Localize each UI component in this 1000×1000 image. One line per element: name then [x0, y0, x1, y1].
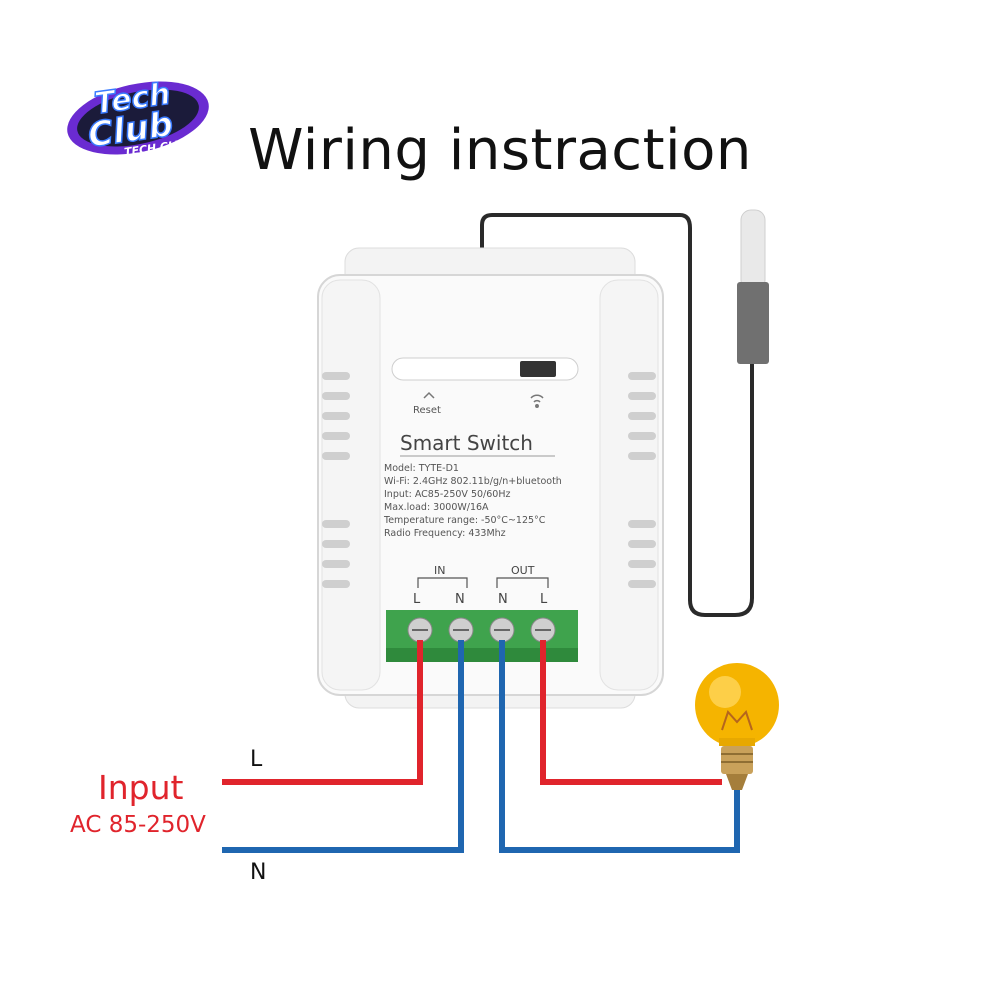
spec-line: Radio Frequency: 433Mhz	[384, 528, 506, 539]
reset-arrow-icon	[423, 391, 435, 399]
led-indicator	[520, 361, 556, 377]
reset-label: Reset	[413, 405, 441, 416]
terminal-label: L	[413, 592, 421, 607]
live-output-wire	[540, 640, 722, 785]
input-voltage-label: AC 85-250V	[70, 812, 206, 838]
neutral-wire-label: N	[250, 860, 267, 885]
live-input-wire	[222, 640, 423, 785]
neutral-input-wire	[222, 640, 464, 853]
spec-line: Temperature range: -50°C~125°C	[383, 515, 546, 526]
sensor-cable	[480, 213, 754, 617]
spec-line: Input: AC85-250V 50/60Hz	[384, 489, 510, 500]
terminal-label: N	[455, 592, 465, 607]
left-vents	[322, 372, 350, 588]
terminal-screws	[407, 617, 556, 643]
page-title: Wiring instraction	[248, 118, 752, 183]
spec-line: Model: TYTE-D1	[384, 463, 459, 474]
spec-line: Wi-Fi: 2.4GHz 802.11b/g/n+bluetooth	[384, 476, 562, 487]
right-vents	[628, 372, 656, 588]
temperature-probe-icon	[737, 209, 769, 364]
terminal-label: N	[498, 592, 508, 607]
input-label: Input	[98, 768, 184, 807]
live-wire-label: L	[250, 747, 263, 772]
device-brand: Smart Switch	[400, 431, 533, 455]
light-bulb-icon	[695, 663, 779, 790]
tech-club-logo: Tech Club TECH CLUB	[67, 76, 209, 159]
wifi-icon	[530, 394, 544, 408]
neutral-output-wire	[499, 640, 740, 853]
terminal-label: L	[540, 592, 548, 607]
out-label: OUT	[511, 564, 535, 577]
in-label: IN	[434, 564, 445, 577]
spec-line: Max.load: 3000W/16A	[384, 502, 489, 513]
